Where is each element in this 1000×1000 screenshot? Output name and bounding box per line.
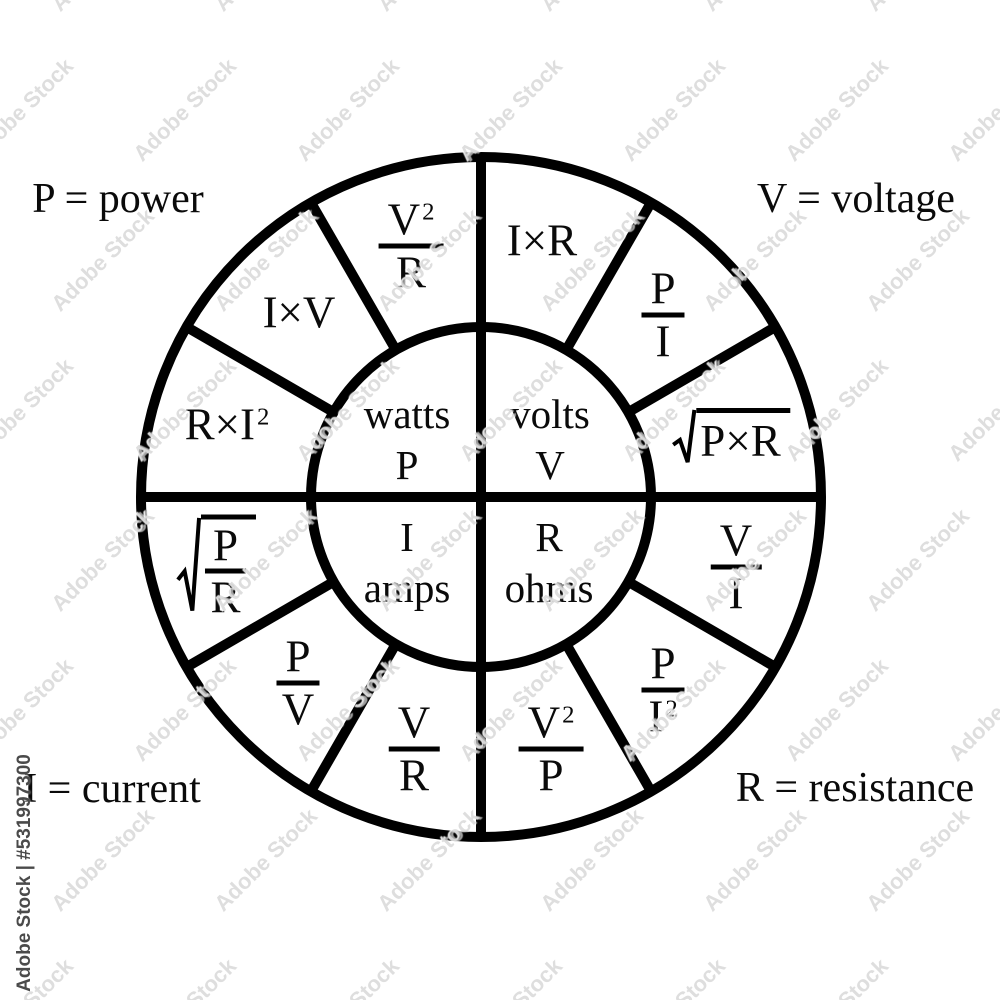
formula-sqrt-p-over-r: P R [176, 514, 257, 626]
hub-watts: watts P [364, 389, 451, 492]
fraction-numerator: V [710, 518, 762, 570]
fraction-numerator: P [641, 641, 685, 693]
hub-volts-word: volts [510, 390, 590, 437]
sector-divider-210 [305, 639, 402, 796]
hub-amps-word: amps [363, 565, 451, 611]
fraction-numerator: P [276, 634, 320, 686]
hub-ohms-symbol: R [535, 513, 563, 560]
hub-ohms: R ohms [505, 512, 594, 615]
stock-id-watermark: Adobe Stock | #531997300 [14, 754, 35, 992]
sector-divider-330 [305, 198, 402, 355]
fraction-denominator: R [210, 572, 241, 623]
formula-p-over-i-squared: P I2 [641, 641, 685, 742]
radical-sign [176, 515, 201, 618]
formula-r-times-i-squared: R×I2 [184, 399, 270, 450]
formula-v-over-r: V R [388, 700, 440, 801]
fraction-numerator: P [204, 523, 247, 574]
exponent: 2 [257, 403, 270, 431]
fraction-numerator: V2 [378, 197, 444, 249]
hub-volts-symbol: V [535, 442, 565, 488]
fraction-denominator: I [655, 316, 671, 367]
radicand: P×R [696, 408, 791, 466]
fraction-denominator: R [395, 247, 426, 298]
sector-divider-30 [560, 198, 657, 355]
formula-i-times-v: I×V [262, 287, 336, 338]
formula-v-squared-over-r: V2 R [378, 197, 444, 298]
fraction-denominator: R [398, 750, 429, 801]
sector-divider-300 [182, 321, 338, 418]
fraction-denominator: I [728, 568, 744, 619]
legend-current: I = current [23, 766, 201, 812]
hub-watts-symbol: P [395, 442, 419, 488]
hub-amps: I amps [364, 512, 451, 615]
fraction-numerator: V [388, 700, 440, 752]
sector-divider-60 [624, 321, 780, 418]
hub-watts-word: watts [363, 390, 451, 437]
hub-amps-symbol: I [400, 513, 414, 560]
exponent: 2 [665, 695, 678, 723]
exponent: 2 [562, 701, 575, 729]
fraction-denominator: I2 [648, 691, 678, 742]
formula-i-times-r: I×R [506, 215, 578, 266]
legend-power: P = power [32, 176, 204, 222]
fraction-numerator: V2 [518, 700, 584, 752]
formula-p-over-v: P V [276, 634, 320, 735]
formula-v-over-i: V I [710, 518, 762, 619]
sector-divider-240 [182, 576, 338, 673]
radical-sign [671, 408, 696, 466]
formula-v-squared-over-p: V2 P [518, 700, 584, 801]
hub-volts: volts V [510, 389, 590, 492]
fraction-denominator: V [281, 684, 315, 735]
sector-divider-150 [560, 639, 657, 796]
formula-p-over-i: P I [641, 266, 685, 367]
exponent: 2 [422, 198, 435, 226]
radicand: P R [200, 514, 257, 623]
sector-divider-120 [624, 576, 780, 673]
legend-voltage: V = voltage [757, 176, 955, 222]
formula-sqrt-p-times-r: P×R [671, 408, 791, 474]
legend-resistance: R = resistance [735, 765, 975, 811]
fraction-numerator: P [641, 266, 685, 318]
fraction-denominator: P [538, 750, 564, 801]
hub-ohms-word: ohms [504, 565, 594, 611]
